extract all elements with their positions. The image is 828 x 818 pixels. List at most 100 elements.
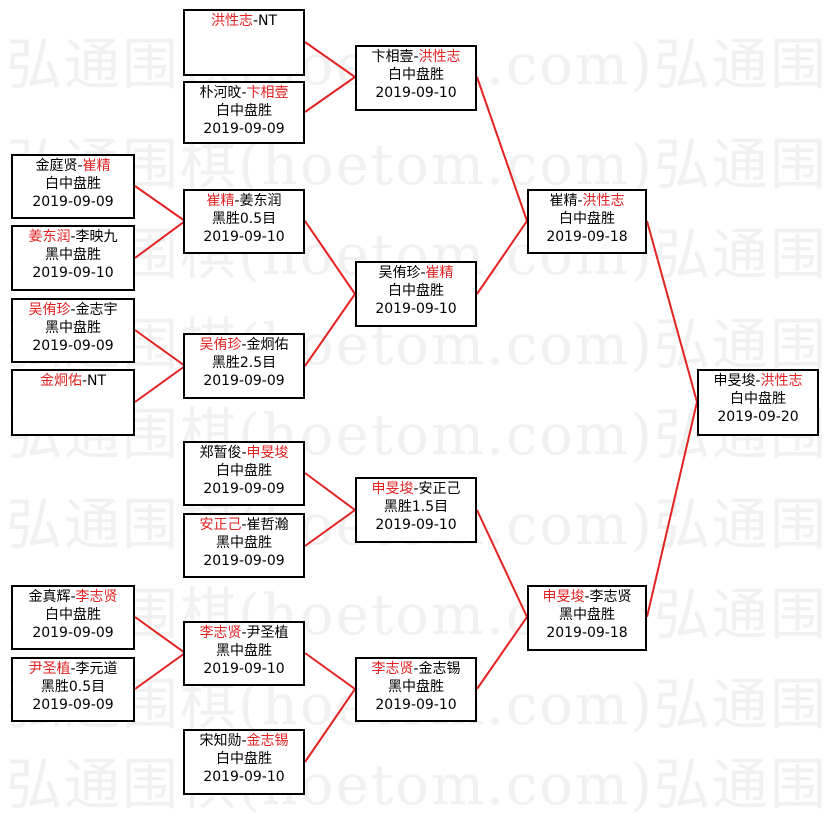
winner-name: 洪性志 <box>418 49 461 65</box>
winner-name: 金志锡 <box>246 733 289 749</box>
winner-name: 申旻埈 <box>371 481 414 497</box>
match-date: 2019-09-10 <box>203 769 285 785</box>
match-result: 白中盘胜 <box>45 176 101 192</box>
match-date: 2019-09-09 <box>203 373 285 389</box>
match-box-r3m1: 吴侑珍-崔精 白中盘胜 2019-09-10 <box>355 261 477 327</box>
match-result: 黑中盘胜 <box>216 535 272 551</box>
match-players: 申旻埈-洪性志 <box>713 373 803 389</box>
match-box-r4m1: 崔精-洪性志 白中盘胜 2019-09-18 <box>527 189 647 254</box>
player-name: 崔精 <box>549 193 578 209</box>
match-result: 白中盘胜 <box>388 283 444 299</box>
match-box-r1m11: 宋知勋-金志锡 白中盘胜 2019-09-10 <box>183 729 305 795</box>
match-result: 黑中盘胜 <box>388 679 444 695</box>
match-players: 吴侑珍-崔精 <box>378 265 454 281</box>
match-players: 金真辉-李志贤 <box>28 589 118 605</box>
winner-name: 姜东润 <box>28 229 71 245</box>
match-result: 黑中盘胜 <box>559 607 615 623</box>
match-date: 2019-09-09 <box>32 194 114 210</box>
player-name: 李映九 <box>75 229 118 245</box>
match-box-r3m2: 李志贤-金志锡 黑中盘胜 2019-09-10 <box>355 657 477 722</box>
match-players: 尹圣植-李元道 <box>28 661 118 677</box>
match-date: 2019-09-10 <box>375 517 457 533</box>
player-name: 李志贤 <box>589 589 632 605</box>
match-result: 黑胜2.5目 <box>211 355 277 371</box>
match-result: 黑胜1.5目 <box>383 499 449 515</box>
match-players: 李志贤-金志锡 <box>371 661 461 677</box>
match-players: 金庭贤-崔精 <box>35 158 111 174</box>
match-players: 李志贤-尹圣植 <box>199 625 289 641</box>
match-result: 白中盘胜 <box>45 607 101 623</box>
player-name: 金庭贤 <box>35 158 78 174</box>
match-date: 2019-09-18 <box>546 625 628 641</box>
match-box-r1m9: 金真辉-李志贤 白中盘胜 2019-09-09 <box>11 585 135 650</box>
winner-name: 金炯佑 <box>39 373 82 389</box>
match-result: 黑中盘胜 <box>45 247 101 263</box>
winner-name: 李志贤 <box>199 625 242 641</box>
match-box-r1m7: 郑暂俊-申旻埈 白中盘胜 2019-09-09 <box>183 441 305 506</box>
match-players: 申旻埈-李志贤 <box>542 589 632 605</box>
match-players: 郑暂俊-申旻埈 <box>199 445 289 461</box>
match-box-r1m4: 姜东润-李映九 黑中盘胜 2019-09-10 <box>11 225 135 291</box>
match-date: 2019-09-10 <box>203 229 285 245</box>
match-result: 白中盘胜 <box>216 103 272 119</box>
player-name: 郑暂俊 <box>199 445 242 461</box>
connector-line <box>134 616 187 690</box>
match-date: 2019-09-09 <box>203 121 285 137</box>
winner-name: 崔精 <box>425 265 454 281</box>
connector-line <box>476 509 529 690</box>
match-box-r1m10: 尹圣植-李元道 黑胜0.5目 2019-09-09 <box>11 657 135 722</box>
winner-name: 安正己 <box>199 517 242 533</box>
player-name: 卞相壹 <box>371 49 414 65</box>
player-name: 吴侑珍 <box>378 265 421 281</box>
match-box-final: 申旻埈-洪性志 白中盘胜 2019-09-20 <box>697 369 819 436</box>
match-players: 金炯佑-NT <box>39 373 107 389</box>
player-name: 金志宇 <box>75 302 118 318</box>
match-result: 黑胜0.5目 <box>40 679 106 695</box>
match-date: 2019-09-18 <box>546 229 628 245</box>
winner-name: 李志贤 <box>75 589 118 605</box>
player-name: 尹圣植 <box>246 625 289 641</box>
match-players: 洪性志-NT <box>210 13 278 29</box>
match-players: 姜东润-李映九 <box>28 229 118 245</box>
winner-name: 洪性志 <box>582 193 625 209</box>
match-result: 黑中盘胜 <box>45 320 101 336</box>
match-players: 吴侑珍-金志宇 <box>28 302 118 318</box>
connector-line <box>476 76 529 295</box>
connector-line <box>646 220 699 618</box>
match-result: 白中盘胜 <box>730 391 786 407</box>
player-name: 姜东润 <box>239 193 282 209</box>
match-date: 2019-09-10 <box>375 697 457 713</box>
player-name: 崔哲瀚 <box>246 517 289 533</box>
winner-name: 尹圣植 <box>28 661 71 677</box>
player-name: NT <box>87 373 107 389</box>
connector-line <box>134 329 187 403</box>
winner-name: 李志贤 <box>371 661 414 677</box>
winner-name: 洪性志 <box>210 13 253 29</box>
match-players: 朴河旼-卞相壹 <box>199 85 289 101</box>
match-date: 2019-09-09 <box>32 338 114 354</box>
match-players: 崔精-洪性志 <box>549 193 625 209</box>
player-name: 申旻埈 <box>713 373 756 389</box>
match-players: 安正己-崔哲瀚 <box>199 517 289 533</box>
match-players: 卞相壹-洪性志 <box>371 49 461 65</box>
match-result: 白中盘胜 <box>559 211 615 227</box>
winner-name: 吴侑珍 <box>28 302 71 318</box>
match-box-r4m2: 申旻埈-李志贤 黑中盘胜 2019-09-18 <box>527 585 647 651</box>
winner-name: 申旻埈 <box>542 589 585 605</box>
watermark-text: 弘通围棋(hoetom.com)弘通围棋(hoetom.com) <box>6 753 828 818</box>
winner-name: 吴侑珍 <box>199 337 242 353</box>
match-result: 黑中盘胜 <box>216 643 272 659</box>
match-result: 白中盘胜 <box>216 463 272 479</box>
match-players: 宋知勋-金志锡 <box>199 733 289 749</box>
match-players: 申旻埈-安正己 <box>371 481 461 497</box>
match-result: 黑胜0.5目 <box>211 211 277 227</box>
match-date: 2019-09-10 <box>375 85 457 101</box>
match-result: 白中盘胜 <box>388 67 444 83</box>
winner-name: 崔精 <box>206 193 235 209</box>
match-date: 2019-09-09 <box>32 697 114 713</box>
match-date: 2019-09-20 <box>717 409 799 425</box>
connector-line <box>304 220 357 367</box>
match-date: 2019-09-09 <box>203 553 285 569</box>
match-box-r2m4: 申旻埈-安正己 黑胜1.5目 2019-09-10 <box>355 477 477 543</box>
winner-name: 洪性志 <box>760 373 803 389</box>
